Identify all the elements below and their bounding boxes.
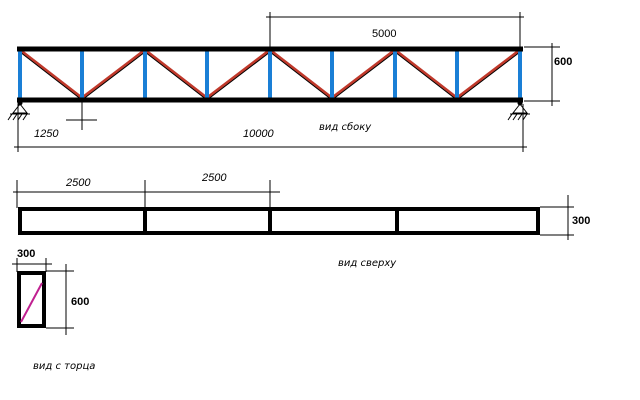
right-support-icon [507,100,530,121]
end-view: 300 600 вид с торца [12,248,95,372]
dim-label-600-end: 600 [71,296,89,308]
dimension-600 [524,43,560,106]
left-support-icon [7,100,30,121]
truss-verticals [18,50,522,100]
dimension-600-end [46,264,74,335]
truss-diagonals [19,48,521,101]
dimension-10000 [14,104,527,152]
top-view-caption: вид сверху [338,258,397,269]
top-view-frame [18,207,540,235]
dim-label-600: 600 [554,56,572,68]
end-view-diagonal [20,282,43,323]
dim-label-300-top: 300 [572,215,590,227]
dimension-5000 [266,12,524,48]
dim-label-5000: 5000 [372,28,396,40]
end-view-caption: вид с торца [33,361,95,372]
dim-label-1250: 1250 [34,128,59,140]
dim-label-300-end: 300 [17,248,35,260]
dim-label-10000: 10000 [243,128,274,140]
section-marker [66,100,97,130]
top-view: 2500 2500 300 вид сверху [13,172,590,269]
end-view-frame [17,271,46,328]
side-view: 5000 600 1250 10000 вид сбоку [7,12,572,152]
dimension-300-end [12,258,52,272]
dimension-300-top [540,195,574,240]
dimension-2500 [13,180,280,208]
side-view-caption: вид сбоку [319,121,372,133]
dim-label-2500-1: 2500 [65,177,91,189]
dim-label-2500-2: 2500 [201,172,227,184]
